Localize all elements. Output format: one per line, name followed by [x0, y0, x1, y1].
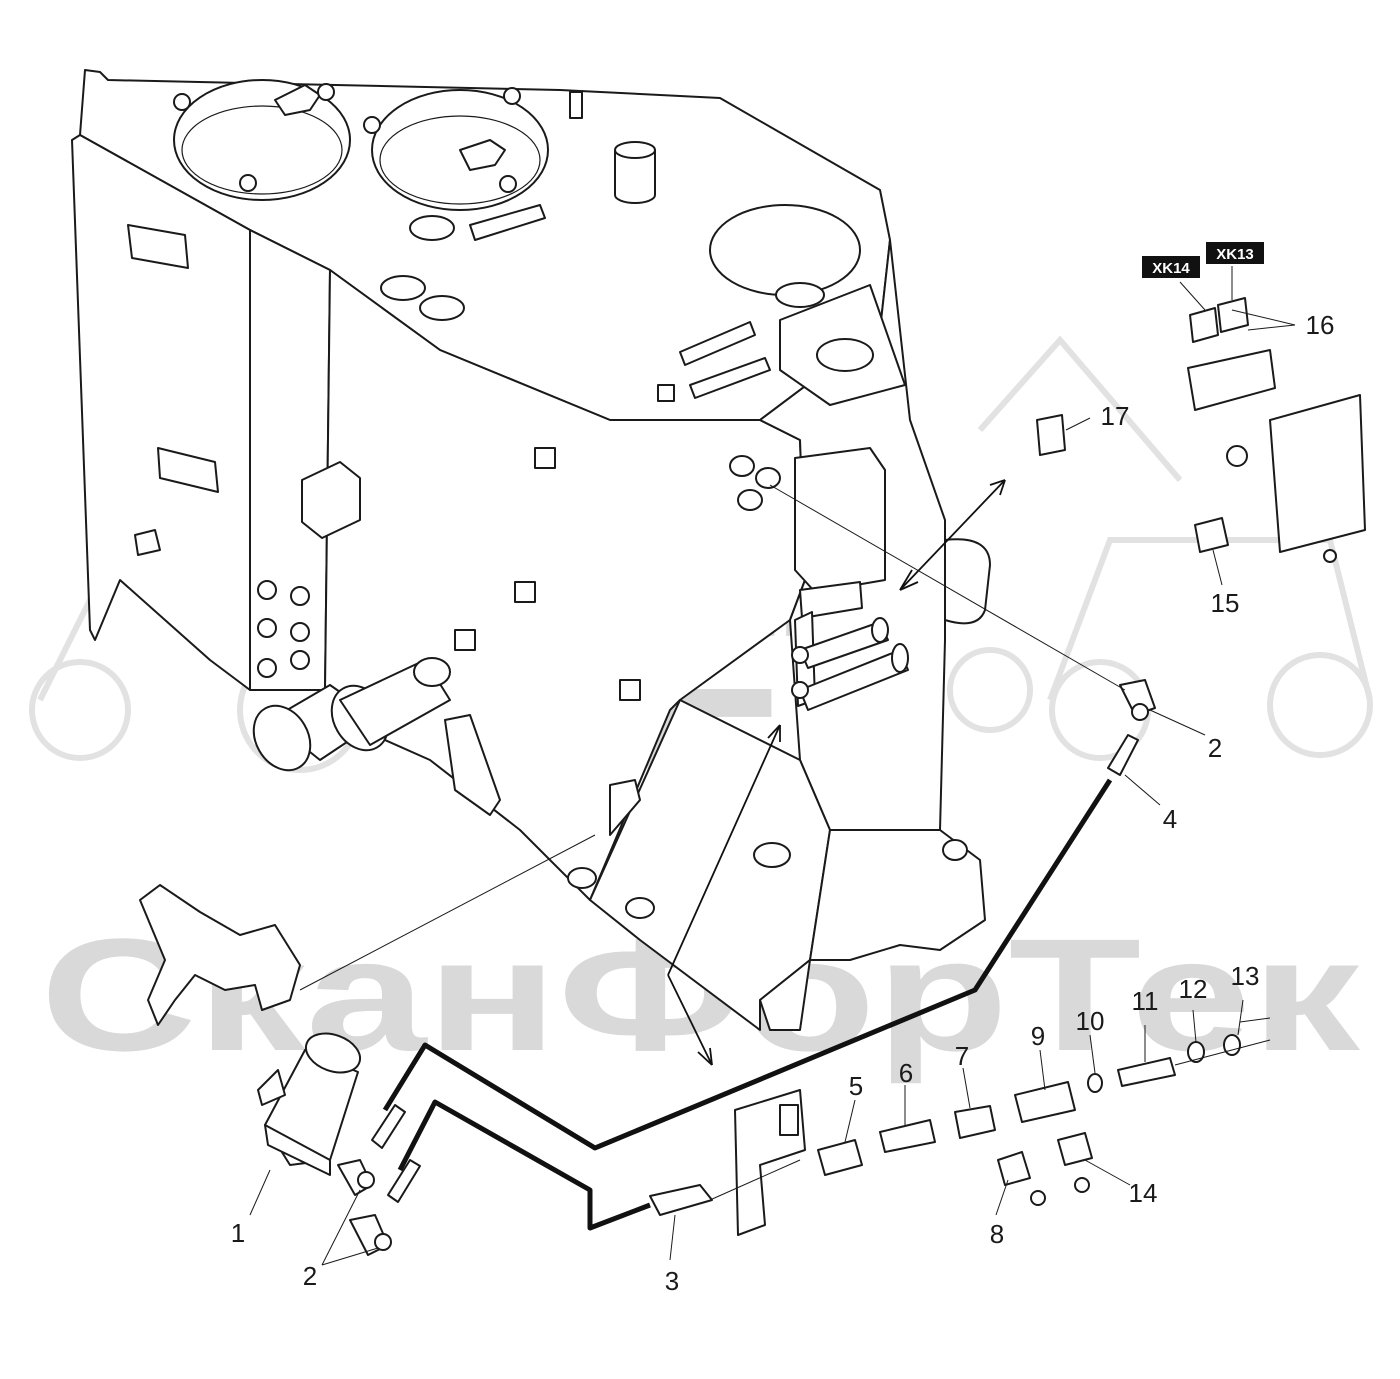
mount-block	[301, 461, 361, 539]
part-9-coupling	[1014, 1081, 1076, 1123]
left-bracket-lower	[157, 447, 219, 493]
assembly-arrows	[667, 479, 1006, 1066]
callout-6: 6	[899, 1058, 913, 1088]
left-bracket-upper	[127, 224, 189, 269]
valve-cover-box	[794, 447, 886, 593]
callout-9: 9	[1031, 1021, 1045, 1051]
frame-left-panel	[71, 134, 251, 691]
valve-block	[791, 447, 909, 711]
part-17-label	[1036, 414, 1066, 456]
hydraulic-hoses	[371, 734, 1139, 1231]
callout-labels: 1 2 2 3 4 5 6 7 8 9 10 11 12 13 14 15 16…	[231, 310, 1335, 1296]
pivot-plate	[444, 714, 501, 816]
part-16-relay-right	[1217, 297, 1249, 333]
part-11-stud	[1117, 1057, 1176, 1087]
callout-1: 1	[231, 1218, 245, 1248]
panel-holes	[257, 580, 310, 678]
callout-8: 8	[990, 1219, 1004, 1249]
hose-fitting-4	[1107, 734, 1139, 776]
hose-return-line	[397, 1099, 651, 1231]
svg-text:XK14: XK14	[1152, 260, 1190, 277]
callout-13: 13	[1231, 961, 1260, 991]
hatch-plate	[709, 204, 861, 296]
leader-lines	[249, 266, 1296, 1266]
exploded-parts	[139, 679, 1241, 1256]
part-16-relay-left	[1189, 307, 1219, 343]
callout-7: 7	[955, 1041, 969, 1071]
connector-tag-xk13: XK13	[1206, 242, 1264, 264]
part-13-ring	[1223, 1034, 1241, 1056]
part-15-switch	[1194, 517, 1229, 553]
coupling-stack	[817, 1034, 1241, 1206]
callout-3: 3	[665, 1266, 679, 1296]
relay-socket-block	[1187, 349, 1276, 411]
callout-16: 16	[1306, 310, 1335, 340]
callout-12: 12	[1179, 974, 1208, 1004]
callout-15: 15	[1211, 588, 1240, 618]
part-14-cap	[1057, 1132, 1093, 1166]
callout-2-upper: 2	[1208, 733, 1222, 763]
part-3-fitting	[649, 1184, 713, 1216]
quick-couplings-mounted	[791, 617, 909, 711]
callout-17: 17	[1101, 401, 1130, 431]
part-2-elbows	[337, 679, 1156, 1256]
part-1-filter	[257, 1032, 362, 1176]
callout-10: 10	[1076, 1006, 1105, 1036]
hose-pressure-line	[382, 778, 1113, 1151]
callout-4: 4	[1163, 804, 1177, 834]
electrical-parts: XK14 XK13	[1036, 242, 1366, 563]
linkage-bracket	[139, 884, 301, 1026]
frame-bottom-flange	[759, 959, 811, 1031]
callout-11: 11	[1132, 986, 1159, 1016]
part-5-adapter	[817, 1139, 863, 1176]
connector-tag-xk14: XK14	[1142, 256, 1200, 278]
filler-cap-left	[274, 84, 321, 116]
filler-cap-right	[459, 139, 506, 171]
frame-assembly	[71, 69, 991, 1031]
front-panel-pads	[454, 384, 675, 701]
top-ports	[380, 141, 656, 321]
callout-14: 14	[1129, 1178, 1158, 1208]
frame-handle	[944, 538, 991, 625]
part-8-cap	[997, 1151, 1031, 1186]
electrical-cover	[1269, 394, 1366, 553]
callout-5: 5	[849, 1071, 863, 1101]
part-10-seal	[1087, 1073, 1103, 1093]
svg-text:XK13: XK13	[1216, 246, 1254, 263]
cover-bolts	[173, 83, 521, 193]
part-7-coupling	[954, 1105, 996, 1139]
callout-2-lower: 2	[303, 1261, 317, 1291]
part-6-nipple	[879, 1119, 936, 1153]
